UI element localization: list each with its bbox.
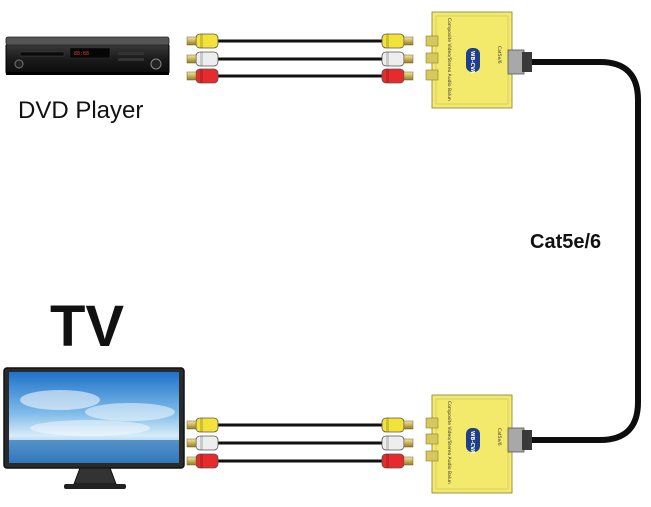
dvd-rca-plug-right-white bbox=[381, 51, 414, 67]
dvd-rca-plug-left-red bbox=[186, 68, 219, 84]
dvd-rca-plug-left-white bbox=[186, 51, 219, 67]
rj45-plug-bottom bbox=[507, 427, 532, 453]
svg-text:88:88: 88:88 bbox=[74, 51, 89, 57]
svg-text:WB-CVA: WB-CVA bbox=[469, 431, 475, 454]
tv-rca-plug-right-white bbox=[381, 435, 414, 451]
svg-text:WB-CVA: WB-CVA bbox=[469, 51, 475, 74]
dvd-rca-plug-left-yellow bbox=[186, 33, 219, 49]
dvd-player-device: 88:88 bbox=[5, 36, 170, 75]
svg-text:Cat5e/6: Cat5e/6 bbox=[496, 428, 502, 446]
bottom-balun: Composite Video/Stereo Audio Balun Cat5e… bbox=[425, 394, 513, 494]
tv-rca-plug-right-red bbox=[381, 453, 414, 469]
tv-rca-plug-left-white bbox=[186, 435, 219, 451]
tv-label: TV bbox=[50, 294, 124, 359]
tv-device bbox=[3, 367, 185, 489]
tv-rca-plug-right-yellow bbox=[381, 417, 414, 433]
cat5-cable bbox=[530, 59, 641, 443]
tv-rca-plug-left-yellow bbox=[186, 417, 219, 433]
dvd-rca-plug-right-red bbox=[381, 68, 414, 84]
rca-cables bbox=[186, 33, 414, 469]
svg-text:Composite Video/Stereo Audio B: Composite Video/Stereo Audio Balun bbox=[446, 18, 452, 101]
tv-rca-plug-left-red bbox=[186, 453, 219, 469]
rj45-plug-top bbox=[507, 49, 532, 75]
svg-text:Cat5e/6: Cat5e/6 bbox=[496, 46, 502, 64]
top-balun: Composite Video/Stereo Audio Balun Cat5e… bbox=[425, 11, 513, 109]
dvd-player-label: DVD Player bbox=[18, 97, 143, 124]
svg-text:Composite Video/Stereo Audio B: Composite Video/Stereo Audio Balun bbox=[446, 401, 452, 484]
cable-label: Cat5e/6 bbox=[530, 231, 601, 253]
dvd-rca-plug-right-yellow bbox=[381, 33, 414, 49]
